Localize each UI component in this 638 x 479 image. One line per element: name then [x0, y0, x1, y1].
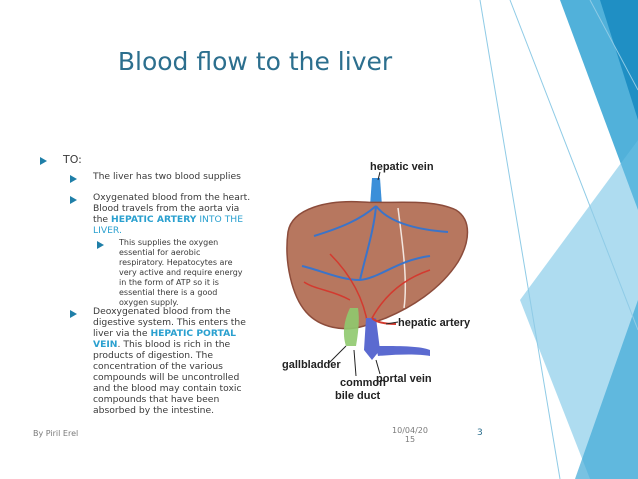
bullet-arrow-icon [70, 175, 77, 183]
deox-line: and the blood may contain toxic [93, 383, 242, 394]
deox-line: liver via the HEPATIC PORTAL [93, 328, 273, 339]
sub-line: This supplies the oxygen [119, 238, 219, 247]
label-hepatic-artery: hepatic artery [398, 317, 471, 329]
text-run: liver via the [93, 328, 151, 339]
slide-title: Blood flow to the liver [117, 47, 393, 76]
sub-line: very active and require energy [119, 268, 243, 277]
bullet-deoxygenated: Deoxygenated blood from the digestive sy… [93, 306, 273, 416]
bullet-oxygenated-line2: Blood travels from the aorta via [93, 203, 240, 214]
deox-line: VEIN. This blood is rich in the [93, 339, 273, 350]
liver-diagram: hepatic vein hepatic artery gallbladder … [280, 150, 475, 412]
sub-line: in the form of ATP so it is [119, 278, 219, 287]
bullet-arrow-icon [40, 157, 47, 165]
label-gallbladder: gallbladder [282, 359, 341, 371]
deox-line: absorbed by the intestine. [93, 405, 215, 416]
bullet-to: TO: [63, 153, 82, 166]
deox-line: compounds will be uncontrolled [93, 372, 240, 383]
deox-line: digestive system. This enters the [93, 317, 246, 328]
into-the-highlight: INTO THE [196, 214, 244, 225]
label-hepatic-vein: hepatic vein [370, 161, 434, 173]
label-common: common [340, 377, 386, 389]
sub-line: respiratory. Hepatocytes are [119, 258, 233, 267]
hepatic-artery-highlight: HEPATIC ARTERY [111, 214, 197, 225]
text-run: . This blood is rich in the [117, 339, 231, 350]
footer-date: 10/04/20 15 [380, 426, 440, 444]
bullet-oxygenated-line3: the HEPATIC ARTERY INTO THE [93, 214, 273, 225]
deox-line: concentration of the various [93, 361, 223, 372]
bullet-oxygenated: Oxygenated blood from the heart. Blood t… [93, 192, 273, 236]
deox-line: Deoxygenated blood from the [93, 306, 231, 317]
footer-date-line1: 10/04/20 [392, 426, 428, 435]
text-run: the [93, 214, 111, 225]
bullet-oxygen-supply: This supplies the oxygen essential for a… [119, 238, 269, 308]
footer-author: By Piril Erel [33, 429, 79, 438]
deox-line: compounds that have been [93, 394, 220, 405]
page-number: 3 [477, 428, 483, 438]
bullet-arrow-icon [70, 196, 77, 204]
bullet-arrow-icon [97, 241, 104, 249]
hepatic-portal-highlight: HEPATIC PORTAL [150, 328, 237, 339]
sub-line: essential for aerobic [119, 248, 201, 257]
sub-line: essential there is a good [119, 288, 218, 297]
bullet-oxygenated-line1: Oxygenated blood from the heart. [93, 192, 251, 203]
vein-highlight: VEIN [93, 339, 118, 350]
bullet-two-supplies: The liver has two blood supplies [93, 171, 241, 182]
sub-line: oxygen supply. [119, 298, 179, 307]
footer-date-line2: 15 [404, 435, 416, 444]
bullet-arrow-icon [70, 310, 77, 318]
liver-highlight: LIVER. [93, 225, 122, 236]
deox-line: products of digestion. The [93, 350, 214, 361]
label-bile-duct: bile duct [335, 390, 381, 402]
label-portal-vein: portal vein [376, 373, 432, 385]
